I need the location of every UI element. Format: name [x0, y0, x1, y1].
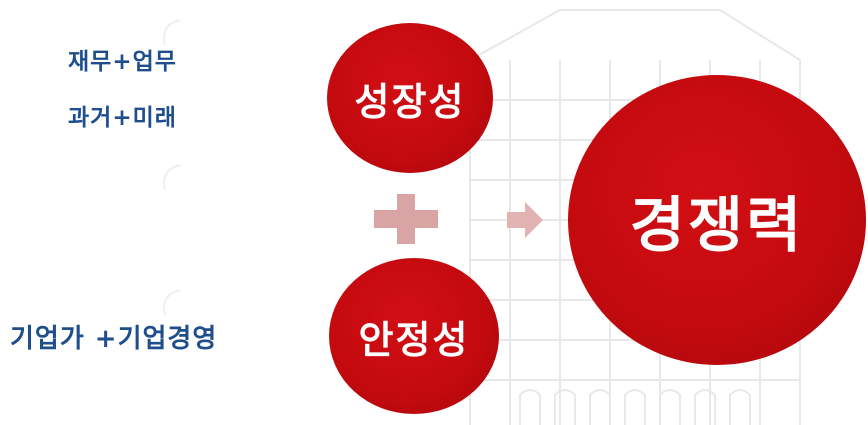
entrepreneur-management-label: 기업가 +기업경영 — [10, 324, 218, 354]
stability-circle-label: 안정성 — [358, 317, 470, 362]
past-future-label: 과거+미래 — [68, 105, 177, 131]
plus-icon — [374, 194, 438, 244]
competitiveness-circle: 경쟁력 — [568, 75, 866, 365]
arrow-right-icon — [507, 202, 543, 238]
competitiveness-circle-label: 경쟁력 — [629, 190, 805, 261]
stability-circle: 안정성 — [329, 258, 499, 414]
growth-circle: 성장성 — [327, 23, 493, 173]
growth-circle-label: 성장성 — [354, 79, 466, 124]
finance-operations-label: 재무+업무 — [68, 49, 177, 75]
